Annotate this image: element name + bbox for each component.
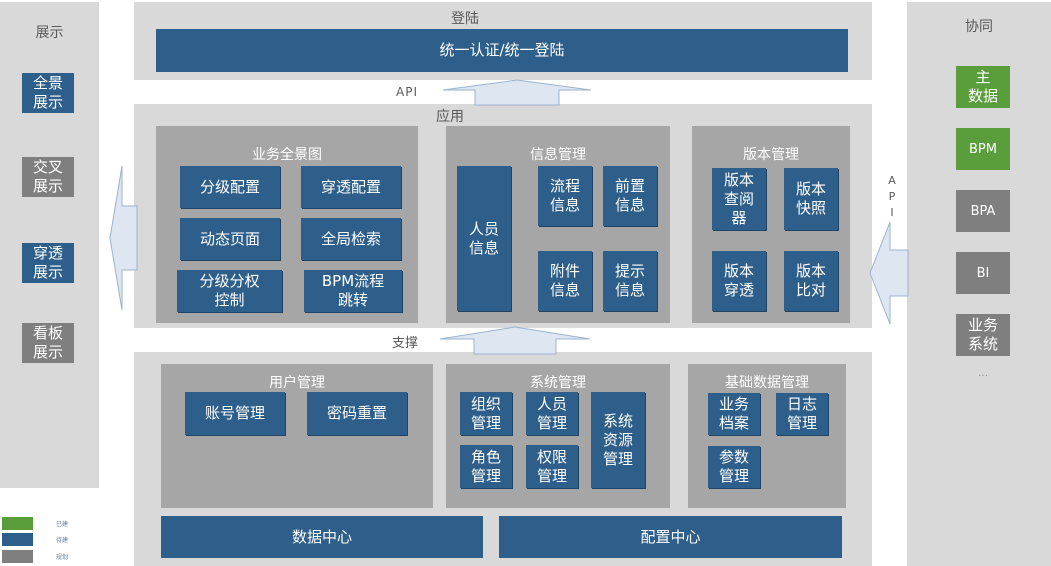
cross-display-box[interactable]: 交叉 展示 bbox=[22, 157, 74, 197]
drill-config-box[interactable]: 穿透配置 bbox=[301, 166, 401, 208]
level-permission-box[interactable]: 分级分权 控制 bbox=[177, 270, 282, 312]
login-panel-title: 登陆 bbox=[451, 11, 479, 27]
display-left-arrow bbox=[109, 165, 138, 311]
legend-swatch-pending bbox=[2, 533, 33, 546]
level-config-box[interactable]: 分级配置 bbox=[180, 166, 280, 208]
prompt-info-box[interactable]: 提示 信息 bbox=[603, 251, 657, 311]
data-center-bar[interactable]: 数据中心 bbox=[161, 516, 483, 558]
collaboration-panel-title: 协同 bbox=[965, 19, 993, 35]
bpm-box[interactable]: BPM bbox=[956, 128, 1010, 170]
api-top-label: API bbox=[396, 85, 418, 99]
parameter-management-box[interactable]: 参数 管理 bbox=[708, 446, 760, 488]
legend-label-pending: 待建 bbox=[56, 537, 69, 544]
master-data-box[interactable]: 主 数据 bbox=[956, 66, 1010, 108]
bpa-box[interactable]: BPA bbox=[956, 190, 1010, 232]
personnel-management-box[interactable]: 人员 管理 bbox=[526, 392, 578, 435]
more-ellipsis: … bbox=[978, 368, 988, 379]
system-management-title: 系统管理 bbox=[530, 375, 586, 391]
version-management-title: 版本管理 bbox=[743, 147, 799, 163]
log-management-box[interactable]: 日志 管理 bbox=[776, 393, 828, 435]
display-panel-title: 展示 bbox=[35, 25, 64, 41]
legend-swatch-built bbox=[2, 517, 33, 530]
legend-label-built: 已建 bbox=[56, 521, 69, 528]
drilldown-display-box[interactable]: 穿透 展示 bbox=[22, 243, 74, 283]
attachment-info-box[interactable]: 附件 信息 bbox=[538, 251, 592, 311]
version-snapshot-box[interactable]: 版本 快照 bbox=[784, 168, 838, 230]
user-management-title: 用户管理 bbox=[269, 375, 325, 391]
base-data-management-title: 基础数据管理 bbox=[725, 375, 809, 391]
org-management-box[interactable]: 组织 管理 bbox=[460, 392, 512, 435]
api-right-label-i: I bbox=[890, 206, 894, 219]
config-center-bar[interactable]: 配置中心 bbox=[499, 516, 842, 558]
account-management-box[interactable]: 账号管理 bbox=[185, 392, 285, 435]
version-viewer-box[interactable]: 版本 查阅 器 bbox=[712, 168, 766, 230]
business-panorama-title: 业务全景图 bbox=[252, 147, 322, 163]
global-search-box[interactable]: 全局检索 bbox=[301, 218, 401, 260]
password-reset-box[interactable]: 密码重置 bbox=[307, 392, 407, 435]
legend-label-planned: 规划 bbox=[56, 554, 69, 561]
support-label: 支撑 bbox=[391, 336, 418, 351]
personnel-info-box[interactable]: 人员 信息 bbox=[457, 166, 511, 311]
user-management-section bbox=[161, 364, 433, 508]
unified-login-bar[interactable]: 统一认证/统一登陆 bbox=[156, 29, 848, 72]
version-drill-box[interactable]: 版本 穿透 bbox=[712, 251, 766, 311]
api-up-arrow bbox=[442, 79, 592, 106]
api-right-label-p: P bbox=[888, 190, 896, 203]
application-panel-title: 应用 bbox=[436, 109, 464, 125]
dashboard-display-box[interactable]: 看板 展示 bbox=[22, 323, 74, 363]
pre-info-box[interactable]: 前置 信息 bbox=[603, 166, 657, 226]
info-management-title: 信息管理 bbox=[530, 147, 586, 163]
support-up-arrow bbox=[439, 326, 591, 355]
role-management-box[interactable]: 角色 管理 bbox=[460, 445, 512, 488]
permission-management-box[interactable]: 权限 管理 bbox=[526, 445, 578, 488]
system-resource-management-box[interactable]: 系统 资源 管理 bbox=[591, 392, 645, 488]
business-archive-box[interactable]: 业务 档案 bbox=[708, 393, 760, 435]
dynamic-page-box[interactable]: 动态页面 bbox=[180, 218, 280, 260]
collaboration-left-arrow bbox=[869, 221, 909, 325]
bi-box[interactable]: BI bbox=[956, 252, 1010, 294]
version-compare-box[interactable]: 版本 比对 bbox=[784, 251, 838, 311]
business-system-box[interactable]: 业务 系统 bbox=[956, 314, 1010, 356]
legend-swatch-planned bbox=[2, 550, 33, 563]
api-right-label-a: A bbox=[888, 174, 896, 187]
process-info-box[interactable]: 流程 信息 bbox=[538, 166, 592, 226]
panorama-display-box[interactable]: 全景 展示 bbox=[22, 73, 74, 113]
bpm-jump-box[interactable]: BPM流程 跳转 bbox=[304, 270, 402, 312]
